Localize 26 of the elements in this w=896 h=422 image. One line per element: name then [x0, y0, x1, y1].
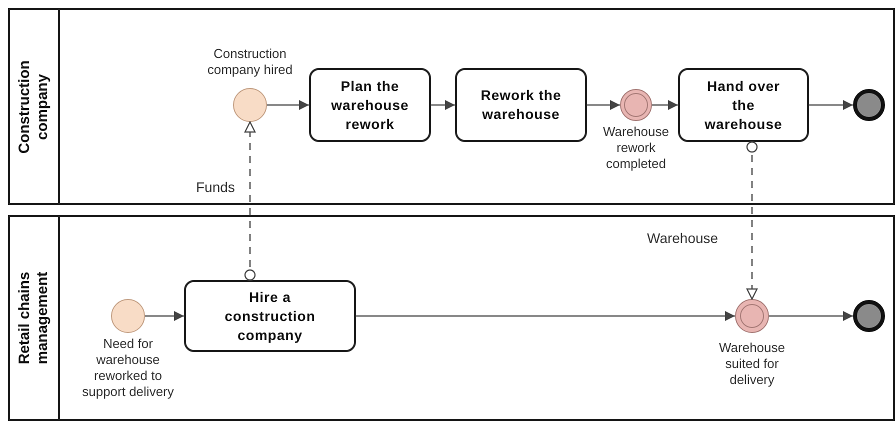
task-box [678, 68, 809, 142]
sequence-flow-arrow [356, 311, 735, 321]
event-label: Warehouse suited for delivery [718, 340, 786, 388]
event-label: Construction company hired [206, 46, 294, 78]
message-flow-arrow [244, 121, 256, 281]
task-box [184, 280, 356, 352]
sequence-flow-arrow [652, 100, 678, 110]
task-label: Hire a construction company [224, 288, 316, 344]
task-label: Hand over the warehouse [704, 76, 784, 134]
message-flow-arrow [746, 141, 758, 300]
event-label: Warehouse rework completed [602, 124, 670, 172]
task-label: Rework the warehouse [480, 86, 562, 124]
sequence-flow-arrow [769, 311, 853, 321]
lane-title: Retail chains management [16, 270, 52, 366]
task-label: Plan the warehouse rework [330, 76, 410, 134]
sequence-flow-arrow [587, 100, 620, 110]
sequence-flow-arrow [267, 100, 309, 110]
task-box [455, 68, 587, 142]
sequence-flow-arrow [145, 311, 184, 321]
task-box [309, 68, 431, 142]
event-label: Need for warehouse reworked to support delivery [81, 336, 175, 400]
swimlane [8, 215, 895, 421]
swimlane [8, 8, 895, 205]
sequence-flow-arrow [809, 100, 853, 110]
lane-title: Construction company [16, 58, 52, 156]
sequence-flow-arrow [431, 100, 455, 110]
